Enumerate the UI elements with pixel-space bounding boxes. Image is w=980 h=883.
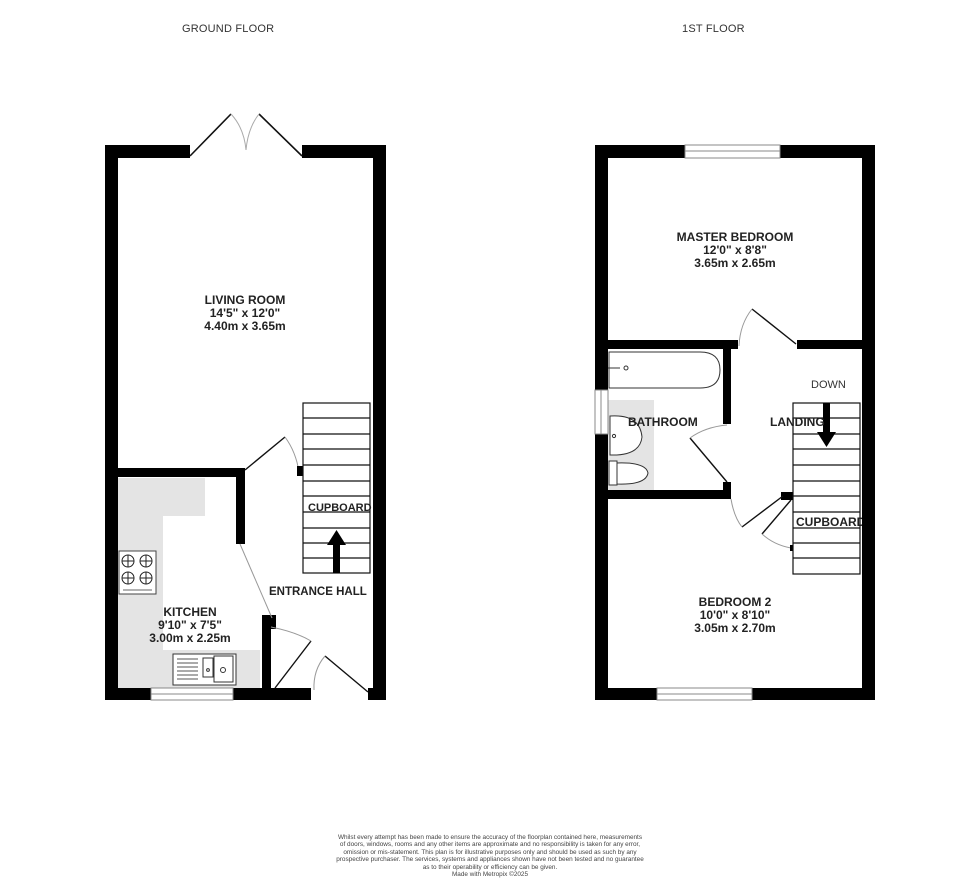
kitchen-name: KITCHEN [163, 605, 217, 619]
bedroom-2-label: BEDROOM 2 10'0" x 8'10" 3.05m x 2.70m [694, 596, 775, 635]
disclaimer-line: prospective purchaser. The services, sys… [336, 856, 644, 864]
entrance-hall-label: ENTRANCE HALL [269, 586, 367, 598]
master-bedroom-metric: 3.65m x 2.65m [694, 256, 776, 270]
bedroom-2-imperial: 10'0" x 8'10" [699, 608, 771, 622]
ground-floor-stairs [302, 402, 371, 574]
disclaimer-line: of doors, windows, rooms and any other i… [339, 841, 641, 849]
porch-door-icon [270, 626, 312, 689]
living-room-metric: 4.40m x 3.65m [204, 319, 286, 333]
ground-cupboard-label: CUPBOARD [308, 502, 372, 514]
living-room-imperial: 14'5" x 12'0" [209, 306, 281, 320]
kitchen-sink-icon [172, 653, 237, 686]
bathroom-door-icon [689, 424, 728, 483]
master-bedroom-imperial: 12'0" x 8'8" [703, 243, 767, 257]
kitchen-door-icon [239, 543, 273, 619]
bathroom-window [594, 389, 609, 435]
stairs-down-arrow-icon [817, 403, 836, 447]
master-bedroom-window [684, 144, 781, 159]
kitchen-metric: 3.00m x 2.25m [149, 631, 231, 645]
master-bedroom-door-icon [738, 308, 797, 347]
living-room-label: LIVING ROOM 14'5" x 12'0" 4.40m x 3.65m [204, 294, 285, 333]
disclaimer-line: Whilst every attempt has been made to en… [337, 834, 643, 841]
kitchen-label: KITCHEN 9'10" x 7'5" 3.00m x 2.25m [149, 606, 230, 645]
first-floor-title: 1ST FLOOR [682, 23, 745, 35]
first-floor-plan [594, 144, 875, 701]
toilet-icon [608, 460, 649, 486]
ground-floor-title: GROUND FLOOR [182, 23, 275, 35]
ground-floor-plan [105, 113, 386, 701]
cupboard-door-icon [761, 499, 794, 551]
bedroom-2-window [656, 687, 753, 701]
french-doors-icon [189, 113, 303, 157]
master-bedroom-name: MASTER BEDROOM [676, 230, 794, 244]
bedroom-2-door-icon [730, 495, 784, 528]
living-room-door-icon [244, 436, 303, 476]
disclaimer-line: as to their operability or efficiency ca… [422, 863, 558, 871]
metropix-credit: Made with Metropix ©2025 [451, 871, 529, 879]
stairs-up-arrow-icon [327, 530, 346, 573]
bathroom-label: BATHROOM [628, 415, 698, 429]
ground-floor-walls [105, 145, 386, 700]
master-bedroom-label: MASTER BEDROOM 12'0" x 8'8" 3.65m x 2.65… [677, 231, 794, 270]
landing-label: LANDING [770, 415, 825, 429]
disclaimer-text: Whilst every attempt has been made to en… [300, 834, 680, 878]
first-cupboard-label: CUPBOARD [796, 515, 862, 529]
living-room-name: LIVING ROOM [204, 293, 286, 307]
kitchen-window [150, 687, 234, 701]
kitchen-imperial: 9'10" x 7'5" [158, 618, 222, 632]
basin-icon [609, 415, 643, 456]
bedroom-2-name: BEDROOM 2 [698, 595, 772, 609]
bedroom-2-metric: 3.05m x 2.70m [694, 621, 776, 635]
bathtub-icon [608, 351, 721, 389]
hob-icon [118, 550, 157, 595]
disclaimer-line: omission or mis-statement. This plan is … [343, 848, 637, 856]
front-door-icon [313, 655, 369, 693]
first-floor-walls [595, 145, 875, 700]
stairs-down-label: DOWN [811, 379, 846, 391]
